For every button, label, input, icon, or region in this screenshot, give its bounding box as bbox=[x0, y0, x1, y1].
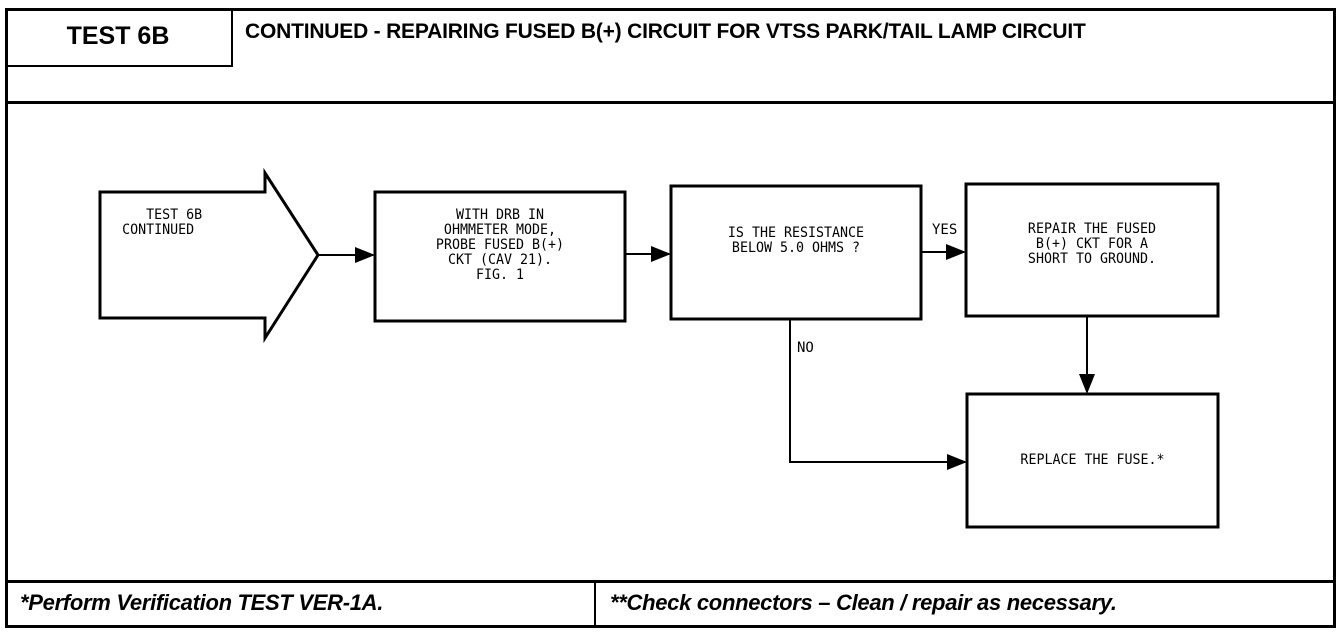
entry-text: TEST 6B CONTINUED bbox=[122, 207, 203, 238]
connector-no bbox=[789, 319, 967, 470]
final-action-text: REPLACE THE FUSE.* bbox=[1020, 452, 1165, 468]
yes-action-text: REPAIR THE FUSED B(+) CKT FOR A SHORT TO… bbox=[1027, 221, 1157, 267]
entry-arrow-shape bbox=[98, 167, 320, 344]
page-title: CONTINUED - REPAIRING FUSED B(+) CIRCUIT… bbox=[245, 20, 1086, 43]
page-frame bbox=[5, 8, 1336, 628]
no-label: NO bbox=[797, 340, 814, 356]
step1-box bbox=[373, 190, 627, 323]
header-divider bbox=[5, 101, 1336, 104]
decision-box bbox=[669, 184, 923, 321]
yes-action-box bbox=[964, 182, 1220, 318]
footer-note-connectors: **Check connectors – Clean / repair as n… bbox=[610, 590, 1117, 615]
step1-text: WITH DRB IN OHMMETER MODE, PROBE FUSED B… bbox=[435, 207, 565, 283]
test-label: TEST 6B bbox=[5, 8, 233, 67]
decision-text: IS THE RESISTANCE BELOW 5.0 OHMS ? bbox=[727, 225, 865, 256]
final-action-box bbox=[965, 392, 1220, 529]
footer-column-divider bbox=[594, 580, 596, 628]
footer-note-verification: *Perform Verification TEST VER-1A. bbox=[20, 590, 384, 615]
yes-label: YES bbox=[932, 222, 958, 238]
footer-divider bbox=[5, 580, 1336, 583]
